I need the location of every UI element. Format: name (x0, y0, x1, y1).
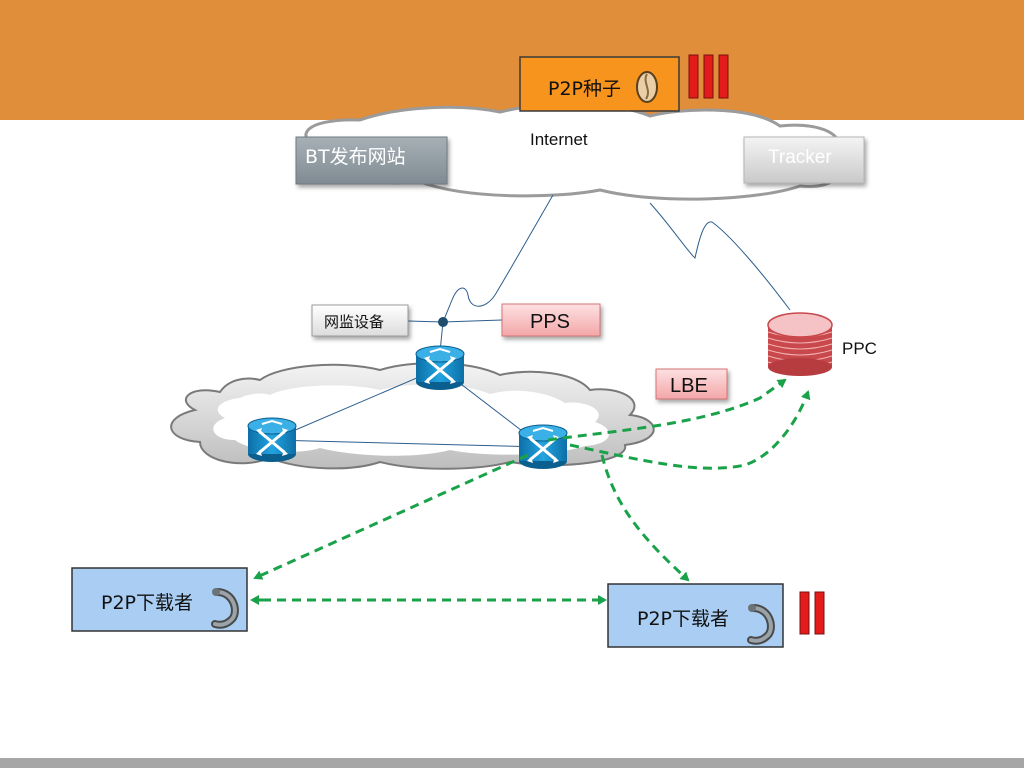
red-bars-top (688, 54, 729, 99)
internet-link-left (442, 194, 554, 323)
router-icon (517, 423, 569, 471)
pps-box (501, 303, 601, 337)
router-icon (414, 344, 466, 392)
database-icon (767, 312, 833, 376)
traffic-arrows (250, 378, 811, 605)
bt-site-box (295, 136, 448, 185)
pps-label: PPS (530, 311, 570, 333)
footer-bar (0, 758, 1024, 768)
bt-site-label: BT发布网站 (305, 146, 406, 168)
local-network-cloud (170, 362, 655, 470)
monitor-device-label: 网监设备 (324, 313, 384, 331)
ppc-label: PPC (842, 339, 877, 358)
red-bars-bottom (799, 591, 825, 635)
internet-link-right (649, 202, 791, 311)
tracker-label: Tracker (768, 147, 832, 168)
tracker-box (743, 136, 865, 184)
monitor-links (407, 319, 503, 323)
downloader-left-box (71, 567, 248, 632)
lbe-box (655, 368, 728, 400)
downloader-right-label: P2P下载者 (637, 608, 729, 630)
header-band (0, 0, 1024, 120)
tap-point (438, 317, 448, 327)
seed-box-label: P2P种子 (548, 78, 621, 100)
lbe-label: LBE (670, 375, 708, 397)
router-icon (246, 416, 298, 464)
seed-box: P2P种子 (519, 56, 680, 112)
downloader-left-label: P2P下载者 (101, 592, 193, 614)
internet-label: Internet (530, 130, 588, 149)
downloader-right-box (607, 583, 784, 648)
monitor-device-box (311, 304, 409, 337)
seed-icon (636, 71, 658, 103)
